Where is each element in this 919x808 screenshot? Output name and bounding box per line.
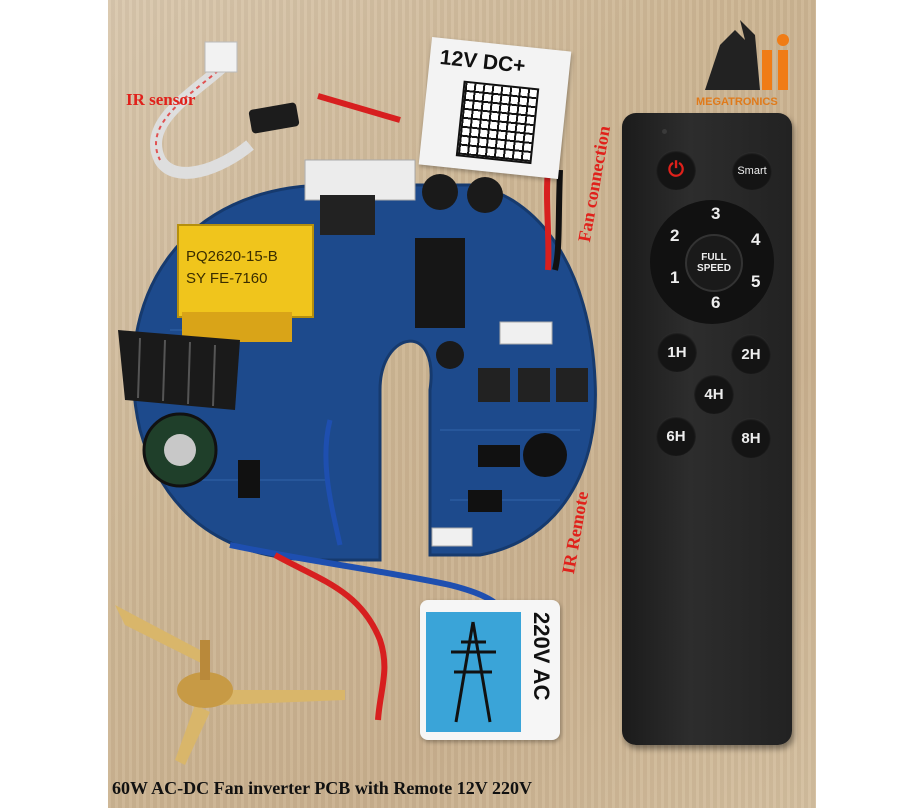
full-speed-line2: SPEED xyxy=(697,263,731,274)
ic-chip-3 xyxy=(238,460,260,498)
ir-sensor-head xyxy=(248,102,300,134)
capacitor-1 xyxy=(422,174,458,210)
mosfet-1 xyxy=(478,368,510,402)
timer-6h-button: 6H xyxy=(656,416,696,456)
wire-black-dc xyxy=(552,169,563,271)
capacitor-big-top xyxy=(164,434,196,466)
speed-4: 4 xyxy=(751,230,761,249)
wire-red-dc-free xyxy=(317,93,401,123)
power-icon: ⏻ xyxy=(668,158,684,181)
mosfet-top xyxy=(320,195,375,235)
ir-remote-connector xyxy=(431,527,473,547)
ceiling-fan-graphic xyxy=(115,605,345,765)
speed-6: 6 xyxy=(711,293,721,312)
speed-5: 5 xyxy=(751,272,761,291)
product-caption: 60W AC-DC Fan inverter PCB with Remote 1… xyxy=(112,778,532,798)
full-speed-button: FULL SPEED xyxy=(685,234,743,292)
capacitor-3 xyxy=(436,341,464,369)
connector-plug xyxy=(204,41,238,73)
mosfet-2 xyxy=(518,368,550,402)
logo-brand-text: MEGATRONICS xyxy=(696,96,778,108)
remote-led xyxy=(662,129,667,134)
wire-red-ac xyxy=(273,552,388,721)
dc-12v-sticker: 12V DC+ xyxy=(418,37,572,179)
full-speed-line1: FULL xyxy=(701,251,727,263)
smart-button: Smart xyxy=(732,152,772,190)
power-button: ⏻ xyxy=(656,150,696,190)
transformer-label-1: PQ2620-15-B xyxy=(186,248,278,265)
solar-panel-icon xyxy=(455,80,540,165)
logo-mark-icon xyxy=(705,20,789,90)
ac-220v-sticker: 220V AC xyxy=(420,600,560,740)
timer-1h-button: 1H xyxy=(657,332,697,372)
power-tower-icon xyxy=(426,612,521,732)
fan-connector xyxy=(499,321,553,345)
ac-sticker-text: 220V AC xyxy=(529,612,554,701)
relay xyxy=(415,238,465,328)
timer-8h-button: 8H xyxy=(731,418,771,458)
ir-sensor-label: IR sensor xyxy=(126,90,196,109)
speed-3: 3 xyxy=(711,204,721,223)
left-margin xyxy=(0,0,108,808)
capacitor-2 xyxy=(467,177,503,213)
transformer xyxy=(177,224,314,318)
timer-4h-button: 4H xyxy=(694,374,734,414)
mosfet-3 xyxy=(556,368,588,402)
ic-chip-1 xyxy=(478,445,520,467)
dc-sticker-text: 12V DC+ xyxy=(438,46,527,78)
transformer-label-2: SY FE-7160 xyxy=(186,270,268,287)
ic-chip-2 xyxy=(468,490,502,512)
timer-2h-button: 2H xyxy=(731,334,771,374)
right-margin xyxy=(816,0,919,808)
speed-1: 1 xyxy=(670,268,680,287)
megatronics-logo xyxy=(700,10,800,95)
speed-2: 2 xyxy=(670,226,680,245)
wire-red-dc xyxy=(544,169,552,271)
pylon-icon xyxy=(451,621,496,723)
heatsink-top xyxy=(304,159,416,201)
wire-blue-jumper xyxy=(323,419,343,546)
buzzer xyxy=(523,433,567,477)
ir-sensor-cable xyxy=(150,55,254,179)
heatsink-left xyxy=(118,330,240,410)
heatsink-left-fins xyxy=(137,337,216,407)
